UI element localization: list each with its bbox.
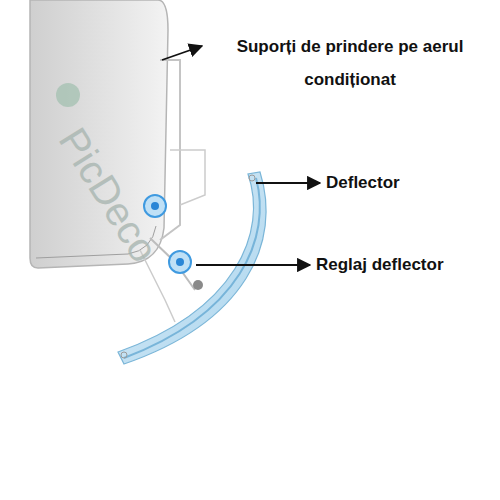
rotation-marker bbox=[151, 202, 159, 210]
rotation-marker bbox=[176, 258, 184, 266]
deflector-clip bbox=[249, 175, 255, 181]
deflector-panel bbox=[118, 172, 266, 364]
part-label: Reglaj deflector bbox=[316, 248, 496, 281]
leader-arrow bbox=[162, 46, 202, 60]
rotation-marker bbox=[169, 251, 191, 273]
adjust-knob bbox=[193, 280, 203, 290]
part-label: Deflector bbox=[326, 166, 476, 199]
deflector-edge bbox=[124, 178, 260, 358]
leader-arrow bbox=[196, 264, 310, 266]
deflector-clip bbox=[121, 352, 127, 358]
leader-arrow bbox=[256, 182, 320, 184]
watermark-logo bbox=[56, 83, 80, 107]
part-label: Suporți de prindere pe aerul condiționat bbox=[203, 30, 497, 96]
mount-bracket bbox=[170, 150, 205, 205]
rotation-marker bbox=[144, 195, 166, 217]
